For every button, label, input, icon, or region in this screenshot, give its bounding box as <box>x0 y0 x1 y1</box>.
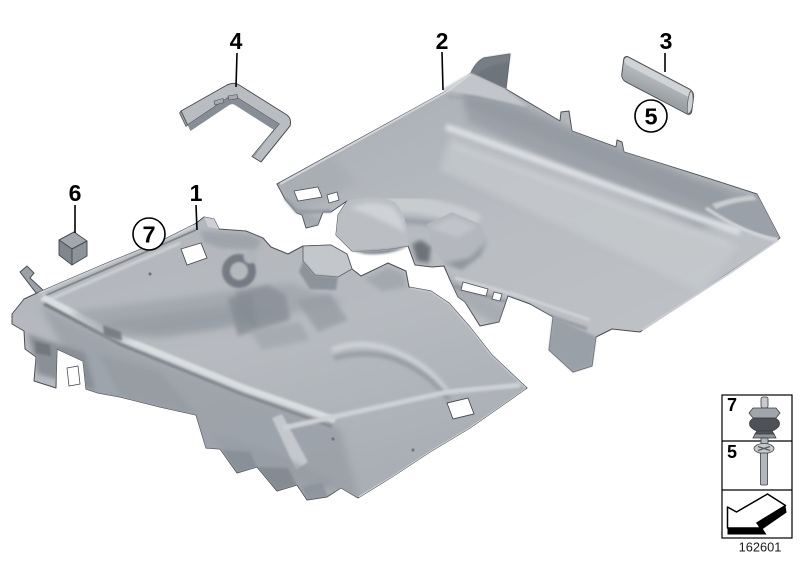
svg-text:1: 1 <box>190 180 203 206</box>
svg-text:6: 6 <box>69 180 82 206</box>
svg-text:3: 3 <box>660 28 673 54</box>
svg-text:7: 7 <box>142 222 155 248</box>
svg-text:5: 5 <box>644 104 657 130</box>
svg-text:4: 4 <box>230 28 243 54</box>
svg-text:2: 2 <box>436 28 449 54</box>
svg-text:5: 5 <box>727 442 737 462</box>
svg-text:162601: 162601 <box>739 540 782 555</box>
svg-text:7: 7 <box>727 395 737 415</box>
